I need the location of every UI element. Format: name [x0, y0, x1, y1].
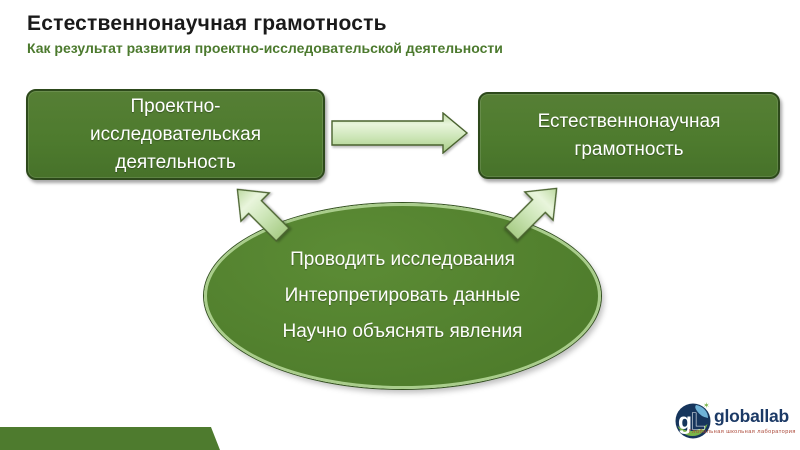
- ellipse-line: Проводить исследования: [290, 249, 515, 270]
- bottom-accent-band: [0, 427, 220, 450]
- logo-tagline: Глобальная школьная лаборатория: [689, 429, 796, 435]
- logo-letter-g: g: [678, 408, 692, 434]
- globallab-logo: g L ✶ globallab Глобальная школьная лабо…: [670, 398, 798, 446]
- left-box-line: исследовательская: [89, 123, 262, 145]
- left-box-line: Проектно-: [130, 95, 221, 117]
- slide-subtitle: Как результат развития проектно-исследов…: [27, 40, 503, 56]
- right-box-line: грамотность: [574, 138, 684, 160]
- ellipse-line: Интерпретировать данные: [284, 285, 521, 306]
- arrow-right-icon: [331, 112, 469, 154]
- ellipse-line: Научно объяснять явления: [282, 321, 523, 342]
- right-box-line: Естественнонаучная: [537, 110, 721, 132]
- logo-letter-l: L: [691, 408, 705, 434]
- logo-wordmark: globallab: [714, 406, 790, 426]
- arrow-up-left-icon: [236, 188, 290, 242]
- right-box-science-literacy: Естественнонаучная грамотность: [478, 92, 780, 179]
- slide-title: Естественнонаучная грамотность: [27, 12, 387, 35]
- logo-star-icon: ✶: [703, 401, 710, 410]
- left-box-project-activity: Проектно- исследовательская деятельность: [26, 89, 325, 180]
- arrow-up-right-icon: [504, 187, 558, 241]
- left-box-line: деятельность: [115, 151, 236, 173]
- globallab-globe-icon: g L ✶: [675, 401, 711, 439]
